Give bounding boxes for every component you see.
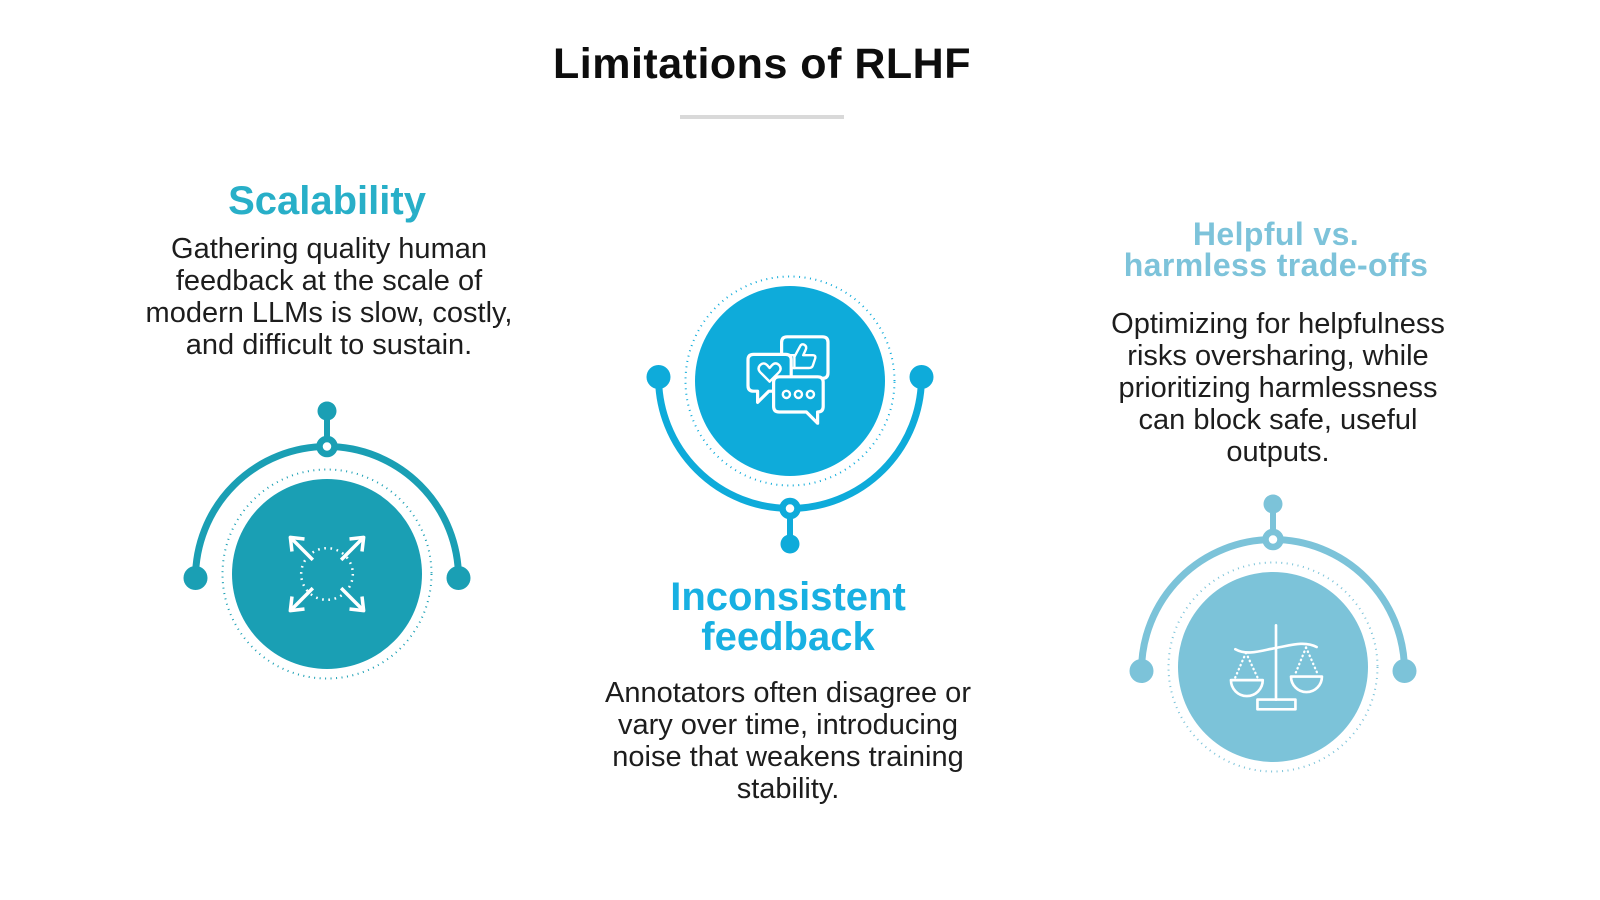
section-body: Gathering quality human feedback at the … [146,233,513,361]
body-line: risks oversharing, while [1127,340,1429,372]
section-body: Annotators often disagree or vary over t… [605,677,971,805]
body-line: Annotators often disagree or [605,677,971,709]
section-heading: Scalability [228,180,426,222]
heading-line: Scalability [228,179,426,223]
body-line: and difficult to sustain. [185,329,473,361]
body-line: vary over time, introducing [617,709,959,741]
body-line: noise that weakens training [612,741,964,773]
body-line: stability. [736,773,840,805]
heading-line: Inconsistent [670,575,906,619]
section-heading: Inconsistent feedback [670,577,906,657]
expand-arrows-icon [288,535,366,613]
body-line: Optimizing for helpfulness [1111,308,1445,340]
body-line: prioritizing harmlessness [1118,372,1438,404]
body-line: feedback at the scale of [175,265,483,297]
balance-scale-icon [1229,624,1324,711]
body-line: can block safe, useful [1138,404,1418,436]
body-line: modern LLMs is slow, costly, [145,297,513,329]
body-line: Gathering quality human [171,233,487,265]
heading-line: harmless trade-offs [1123,247,1429,283]
body-line: outputs. [1226,436,1330,468]
section-heading: Helpful vs. harmless trade-offs [1123,216,1429,283]
page-title: Limitations of RLHF [553,40,971,88]
heading-line: Helpful vs. [1192,216,1360,252]
section-body: Optimizing for helpfulness risks oversha… [1111,308,1445,468]
heading-line: feedback [701,615,875,659]
chat-feedback-icon [746,335,830,425]
title-divider [680,115,844,119]
